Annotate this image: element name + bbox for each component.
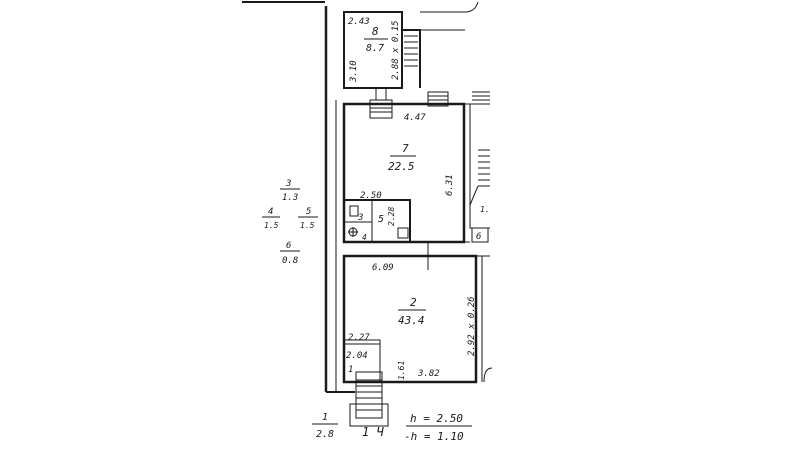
legend-5-number: 5 bbox=[306, 207, 311, 217]
bathroom-block bbox=[343, 199, 411, 243]
entrance-label: 1 Ч bbox=[362, 425, 384, 439]
room-7-number: 7 bbox=[402, 142, 409, 155]
ceiling-height: h = 2.50 bbox=[410, 412, 463, 425]
room-8-outline bbox=[343, 11, 403, 89]
room-7-sub-width: 2.50 bbox=[360, 191, 382, 201]
room-8-height: 3.10 bbox=[349, 60, 359, 83]
room-2-number: 2 bbox=[410, 296, 417, 309]
room-2-width: 6.09 bbox=[372, 263, 394, 273]
room-2-dim-5: 1 bbox=[348, 365, 353, 375]
top-right-curve bbox=[420, 1, 479, 13]
room-8-area: 8.7 bbox=[366, 43, 384, 54]
room-2-height: 2.92 x 0.26 bbox=[467, 296, 477, 356]
legend-5-area: 1.5 bbox=[300, 221, 315, 230]
room-2-dim-3: 1.61 bbox=[397, 361, 406, 380]
room-1-number: 1 bbox=[322, 412, 328, 423]
floor-height: -h = 1.10 bbox=[404, 430, 464, 443]
room-1-area: 2.8 bbox=[316, 429, 334, 440]
room-7-width: 4.47 bbox=[404, 113, 426, 123]
room-2-area: 43.4 bbox=[398, 314, 425, 327]
room-2-niche bbox=[343, 339, 381, 383]
room-7-area: 22.5 bbox=[388, 160, 415, 173]
edge-partial-label: 1. bbox=[480, 205, 490, 214]
room-8-notch bbox=[401, 12, 421, 88]
room-2-right-door bbox=[483, 367, 493, 383]
room-7-sub-height: 2.28 bbox=[387, 207, 396, 226]
small-rooms-legend: 3 1.3 4 1.5 5 1.5 6 0.8 bbox=[262, 179, 318, 266]
room-8-width: 2.43 bbox=[348, 17, 370, 27]
legend-3-area: 1.3 bbox=[282, 193, 298, 203]
legend-4-number: 4 bbox=[268, 207, 273, 217]
legend-6-area: 0.8 bbox=[282, 256, 298, 266]
room-2-dim-4: 3.82 bbox=[417, 369, 440, 379]
room-8-extra: 2.88 x 0.15 bbox=[391, 20, 401, 80]
right-stair bbox=[469, 91, 490, 206]
room-8-number: 8 bbox=[372, 25, 379, 38]
room-2-dim-1: 2.27 bbox=[348, 333, 370, 343]
entrance-stair bbox=[349, 371, 389, 427]
room-8-window-hatch bbox=[404, 35, 418, 67]
room-3-number: 3 bbox=[357, 213, 363, 223]
legend-6-number: 6 bbox=[286, 241, 291, 251]
legend-4-area: 1.5 bbox=[264, 221, 279, 230]
room-7-height: 6.31 bbox=[445, 174, 455, 196]
room-6-number: 6 bbox=[476, 232, 481, 242]
room-5-number: 5 bbox=[378, 214, 384, 225]
room-6-box bbox=[471, 227, 489, 243]
legend-3-number: 3 bbox=[285, 179, 291, 189]
room-2-dim-2: 2.04 bbox=[346, 351, 368, 361]
room-4-number: 4 bbox=[362, 233, 367, 242]
